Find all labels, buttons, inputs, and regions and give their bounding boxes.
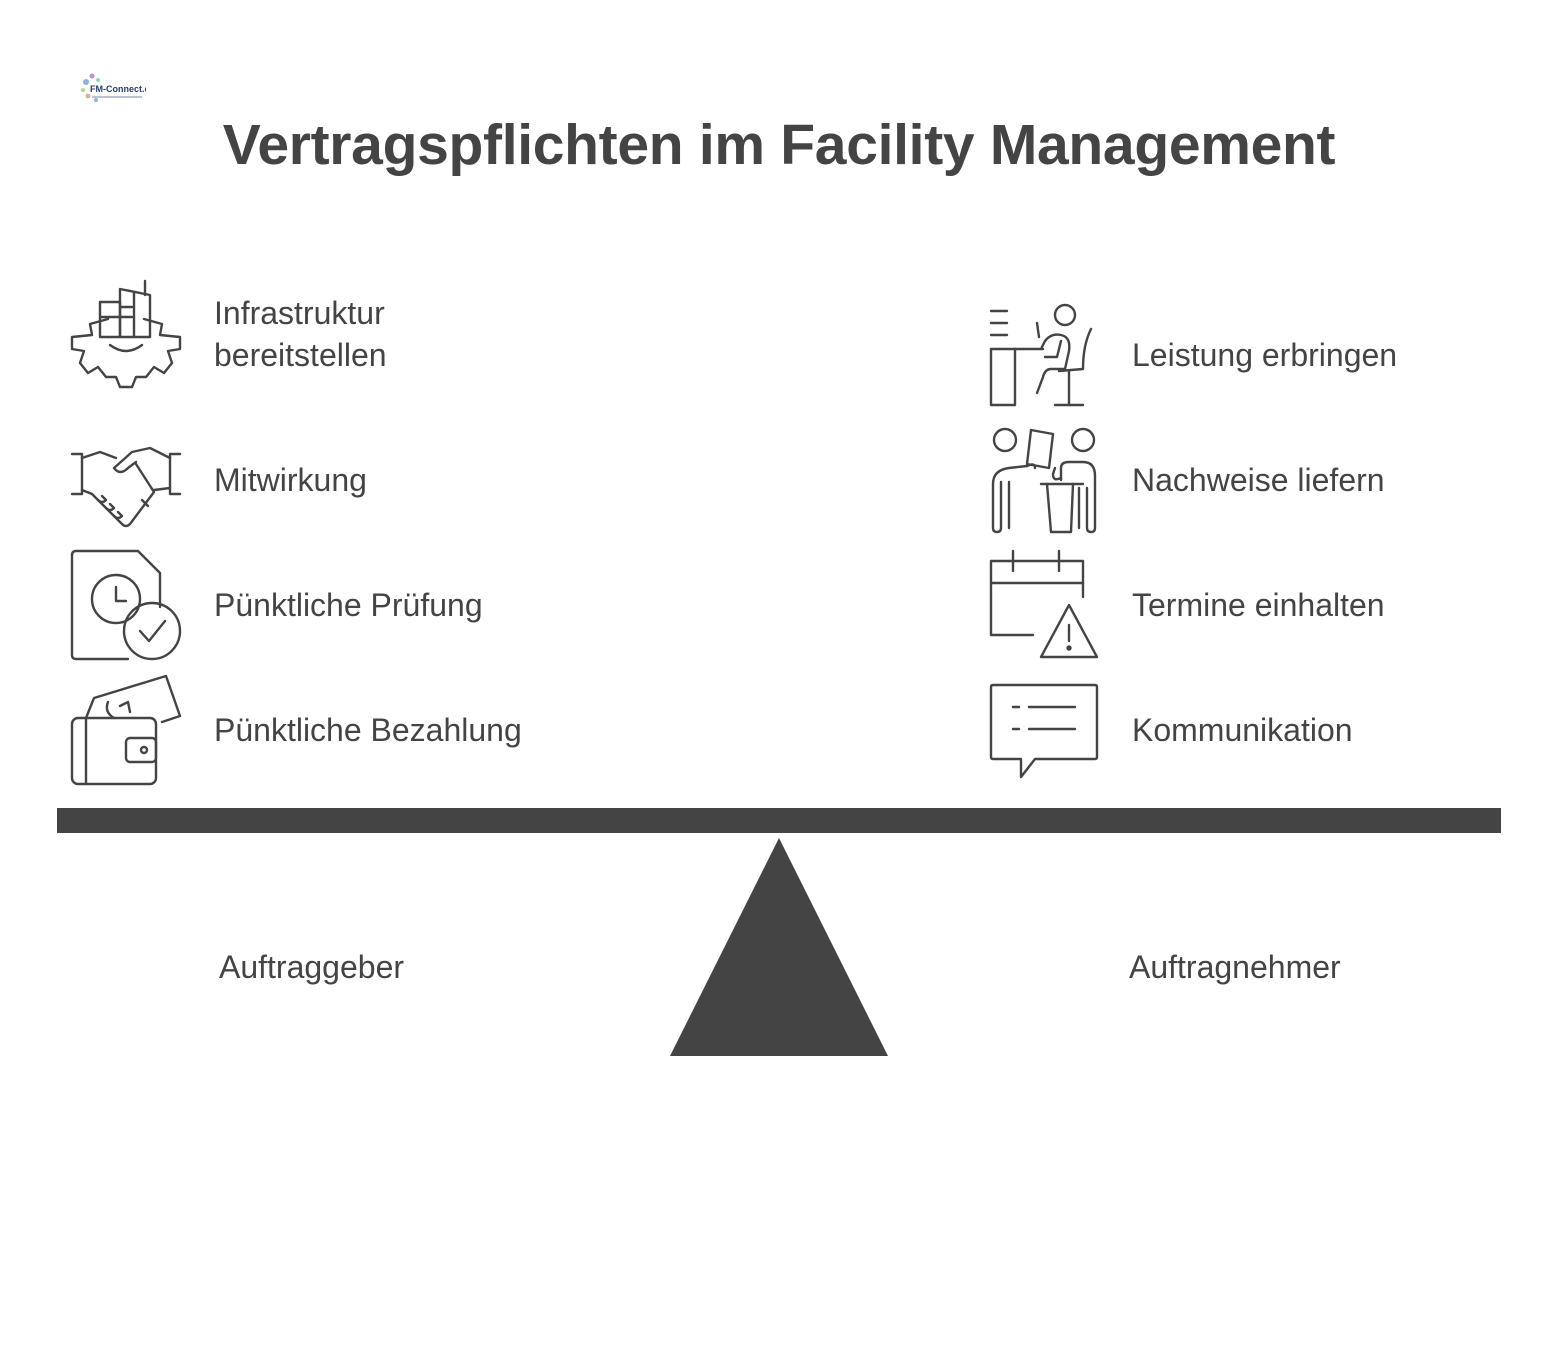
- item-mitwirkung: Mitwirkung: [214, 462, 367, 498]
- item-puenktliche-pruefung: Pünktliche Prüfung: [214, 587, 483, 623]
- seesaw-fulcrum: [670, 838, 888, 1056]
- item-leistung-erbringen: Leistung erbringen: [1132, 337, 1398, 373]
- logo-text: FM-Connect.com: [90, 84, 146, 94]
- building-gear-icon: [68, 277, 184, 393]
- calendar-warning-icon: [987, 547, 1103, 663]
- chat-bubble-icon: [987, 677, 1103, 793]
- side-label-auftraggeber: Auftraggeber: [219, 949, 405, 985]
- item-termine-einhalten: Termine einhalten: [1132, 587, 1385, 623]
- wallet-money-icon: [68, 672, 184, 788]
- item-label-line1: Infrastruktur: [214, 295, 385, 331]
- seesaw-beam: [57, 808, 1501, 833]
- item-nachweise-liefern: Nachweise liefern: [1132, 462, 1385, 498]
- item-label-line2: bereitstellen: [214, 337, 387, 373]
- item-puenktliche-bezahlung: Pünktliche Bezahlung: [214, 712, 522, 748]
- document-clock-check-icon: [68, 547, 184, 663]
- person-at-desk-icon: [987, 297, 1103, 413]
- handshake-icon: [68, 422, 184, 538]
- people-exchanging-document-icon: [987, 422, 1103, 538]
- side-label-auftragnehmer: Auftragnehmer: [1129, 949, 1341, 985]
- item-kommunikation: Kommunikation: [1132, 712, 1353, 748]
- fm-connect-logo: FM-Connect.com: [78, 70, 146, 106]
- page-title: Vertragspflichten im Facility Management: [222, 113, 1336, 177]
- item-infrastruktur-bereitstellen: Infrastruktur bereitstellen: [214, 292, 387, 376]
